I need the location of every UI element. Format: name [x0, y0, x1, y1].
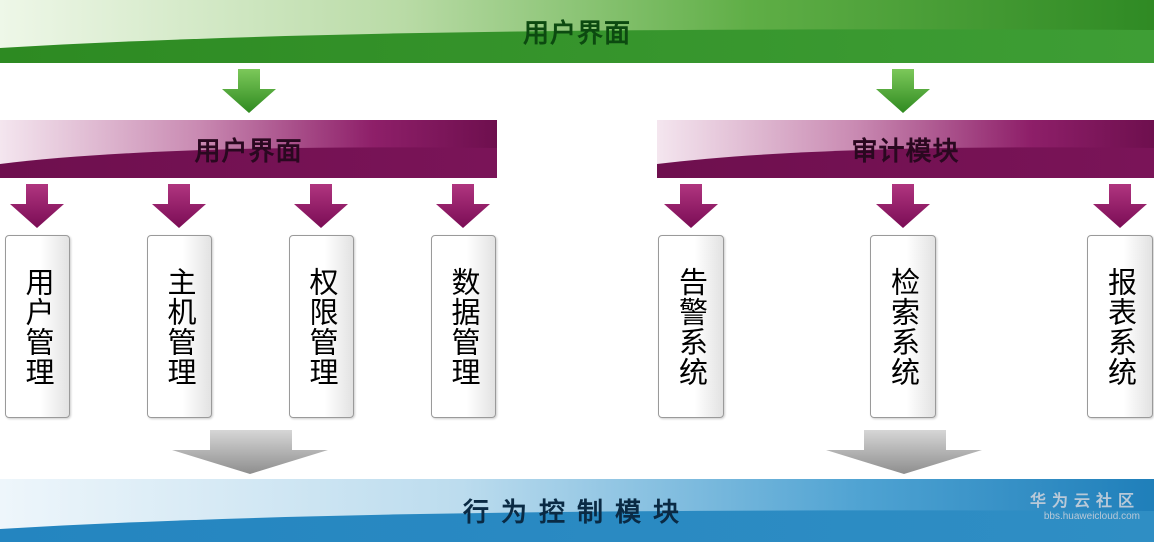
watermark-url: bbs.huaweicloud.com [1043, 511, 1140, 522]
left-band-title: 用户界面 [194, 136, 303, 167]
module-search-system: 检索系统 [870, 235, 936, 418]
left-interface-band: 用户界面 [0, 120, 497, 178]
watermark-main: 华为云社区 [1029, 491, 1140, 510]
bottom-band-background [0, 479, 1154, 542]
module-label: 检索系统 [886, 266, 921, 387]
top-band-background [0, 0, 1154, 63]
module-label: 主机管理 [163, 266, 197, 387]
module-permission-management: 权限管理 [289, 235, 354, 418]
left-band-background [0, 120, 497, 178]
purple-down-arrow [10, 184, 64, 228]
gray-down-arrow-right [826, 430, 982, 474]
module-alarm-system: 告警系统 [658, 235, 724, 418]
purple-down-arrow [876, 184, 930, 228]
module-host-management: 主机管理 [147, 235, 212, 418]
module-label: 数据管理 [447, 266, 481, 387]
module-label: 告警系统 [674, 266, 709, 387]
purple-down-arrow [294, 184, 348, 228]
purple-down-arrow [436, 184, 490, 228]
green-down-arrow-left [222, 69, 276, 113]
audit-module-band: 审计模块 [657, 120, 1154, 178]
module-label: 用户管理 [21, 266, 55, 387]
purple-down-arrow [664, 184, 718, 228]
purple-down-arrow [1093, 184, 1147, 228]
green-down-arrow-right [876, 69, 930, 113]
gray-down-arrow-left [172, 430, 328, 474]
module-label: 权限管理 [305, 266, 339, 387]
right-band-title: 审计模块 [851, 136, 960, 167]
right-band-background [657, 120, 1154, 178]
watermark: 华为云社区 bbs.huaweicloud.com [1030, 487, 1140, 522]
module-report-system: 报表系统 [1087, 235, 1153, 418]
bottom-band-title: 行为控制模块 [462, 498, 691, 528]
top-band-title: 用户界面 [522, 19, 631, 49]
purple-down-arrow [152, 184, 206, 228]
behavior-control-band: 行为控制模块 [0, 479, 1154, 542]
module-data-management: 数据管理 [431, 235, 496, 418]
module-label: 报表系统 [1103, 266, 1138, 387]
top-interface-band: 用户界面 [0, 0, 1154, 63]
module-user-management: 用户管理 [5, 235, 70, 418]
